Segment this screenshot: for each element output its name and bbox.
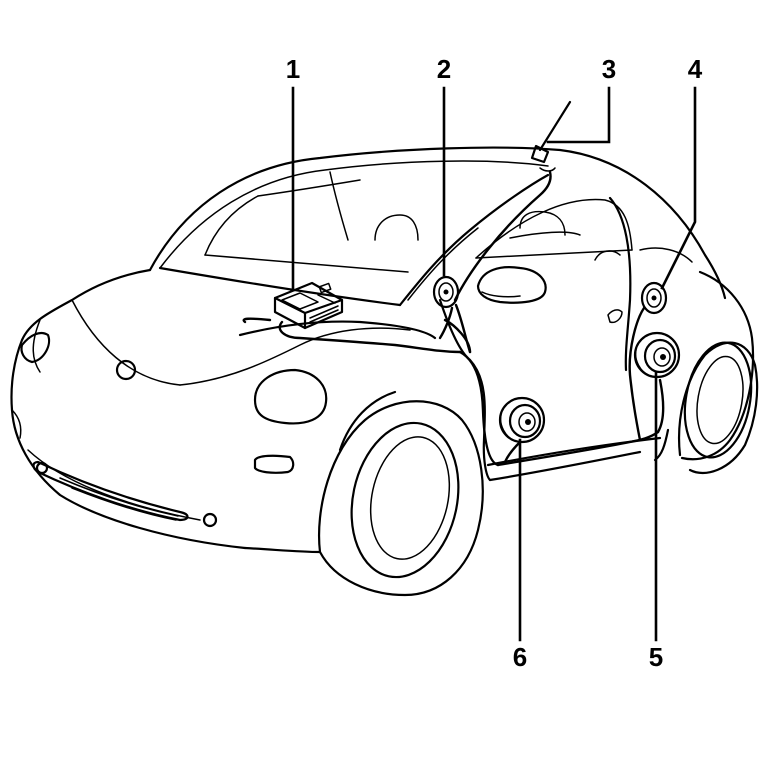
leader-lines <box>291 86 697 642</box>
callout-1: 1 <box>286 54 300 84</box>
front-wheel <box>318 390 484 597</box>
radio-unit <box>273 281 344 330</box>
callout-2: 2 <box>437 54 451 84</box>
rear-speaker <box>633 331 681 379</box>
tweeter-front <box>432 275 460 309</box>
rear-tweeter <box>640 281 668 315</box>
car-body <box>10 146 755 554</box>
front-door-speaker <box>498 396 546 444</box>
callout-6: 6 <box>513 642 527 672</box>
roof-antenna <box>530 100 572 172</box>
leader-3 <box>546 86 611 144</box>
rear-wheel <box>677 341 759 475</box>
callout-5: 5 <box>649 642 663 672</box>
callout-4: 4 <box>688 54 703 84</box>
callout-3: 3 <box>602 54 616 84</box>
wiring-harness <box>242 170 665 467</box>
callout-labels: 1 2 3 4 5 6 <box>286 54 703 672</box>
leader-4 <box>660 86 697 290</box>
